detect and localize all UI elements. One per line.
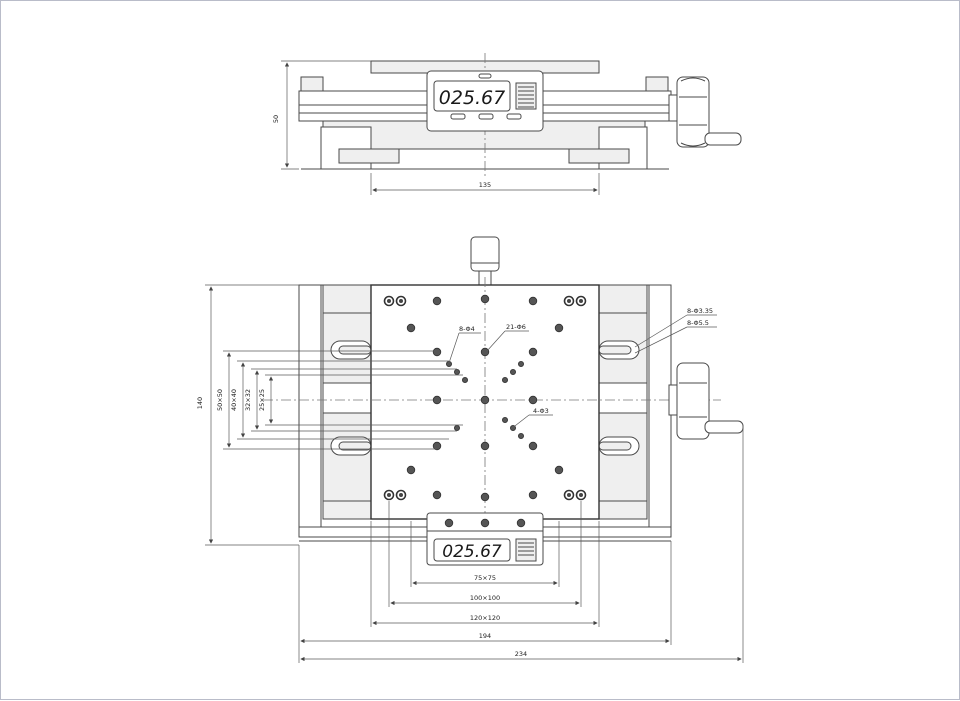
mounting-hole [432,441,442,451]
side-knob-icon[interactable] [668,76,742,148]
mounting-hole [509,368,516,375]
mounting-hole [480,294,490,304]
mounting-hole-core [579,299,583,303]
mounting-hole [445,360,452,367]
display-grille-icon [518,542,534,556]
display-grille-icon [518,86,534,108]
caliper-button-middle[interactable] [478,113,494,120]
mounting-hole [453,424,460,431]
mounting-hole [501,376,508,383]
dim-50x50: 50×50 [216,389,224,411]
mounting-hole-core [387,493,391,497]
mounting-hole [432,347,442,357]
mounting-hole [501,416,508,423]
dim-height-140: 140 [196,397,204,409]
mounting-hole [432,395,442,405]
callout-21-m6: 21-Φ6 [506,323,526,331]
mounting-hole [518,360,525,367]
top-caliper: 025.67 [426,70,544,132]
mounting-hole [406,465,416,475]
mounting-hole-core [399,299,403,303]
caliper-button-right[interactable] [506,113,522,120]
dim-120x120: 120×120 [470,614,500,622]
bottom-caliper: 025.67 [426,512,544,566]
mounting-hole [480,518,490,528]
callout-8-m5-5: 8-Φ5.5 [687,319,709,327]
mounting-hole-core [387,299,391,303]
mounting-hole [432,296,442,306]
mounting-hole [480,395,490,405]
mounting-hole [516,518,526,528]
dim-width-234: 234 [515,650,527,658]
mounting-hole [461,376,468,383]
dim-75x75: 75×75 [474,574,496,582]
mounting-hole-core [399,493,403,497]
dim-width-135: 135 [479,181,491,189]
mounting-hole [480,492,490,502]
caliper-button-left[interactable] [450,113,466,120]
mounting-hole [528,347,538,357]
mounting-holes [383,294,587,528]
mounting-hole [444,518,454,528]
dim-width-194: 194 [479,632,491,640]
mounting-hole [554,323,564,333]
mounting-hole [528,395,538,405]
callout-4-m3: 4-Φ3 [533,407,549,415]
top-display-reading: 025.67 [439,87,505,109]
dim-25x25: 25×25 [258,389,266,411]
dim-40x40: 40×40 [230,389,238,411]
mounting-hole [432,490,442,500]
mounting-hole [528,490,538,500]
dim-height-50: 50 [272,115,280,123]
dim-32x32: 32×32 [244,389,252,411]
bottom-display-reading: 025.67 [442,542,502,562]
mounting-hole [528,296,538,306]
mounting-hole-core [567,493,571,497]
mounting-hole [528,441,538,451]
mounting-hole [480,347,490,357]
side-view: 025.67 50 135 [272,53,742,195]
callout-8-m3-35: 8-Φ3.35 [687,307,713,315]
mounting-hole-core [579,493,583,497]
mounting-hole [518,432,525,439]
top-caliper-slot [478,73,492,79]
plan-view: 025.67 8-Φ4 21-Φ6 4-Φ3 8-Φ3 [196,236,744,663]
mounting-hole [406,323,416,333]
right-knob-icon[interactable] [668,362,744,440]
mounting-hole [480,441,490,451]
mounting-hole-core [567,299,571,303]
callout-8-m4: 8-Φ4 [459,325,475,333]
mounting-hole [453,368,460,375]
mounting-hole [554,465,564,475]
dim-100x100: 100×100 [470,594,500,602]
